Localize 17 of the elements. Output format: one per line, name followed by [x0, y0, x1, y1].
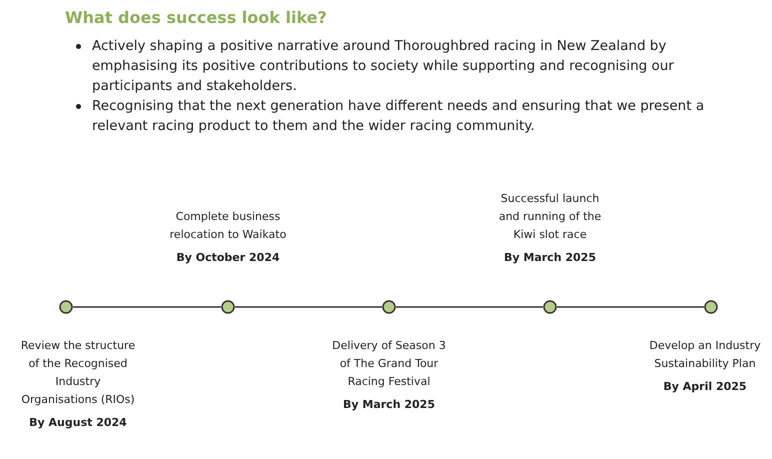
milestone-date: By August 2024 [28, 415, 128, 431]
milestone-date: By March 2025 [503, 250, 597, 266]
milestone-text: Review the structure of the Recognised Industry Organisations (RIOs) [20, 338, 136, 408]
milestone-text: Develop an Industry Sustainability Plan [648, 338, 762, 372]
bullet-text: Recognising that the next generation have different needs and ensuring that we present a relevant racing product to them and the wider racing community. [92, 96, 742, 136]
timeline-line [235, 306, 382, 308]
timeline-line [73, 306, 221, 308]
milestone-date: By March 2025 [342, 397, 436, 413]
milestone-text: Delivery of Season 3 of The Grand Tour Racing Festival [331, 338, 447, 390]
milestone-date: By April 2025 [662, 379, 748, 395]
bullet-text: Actively shaping a positive narrative around Thoroughbred racing in New Zealand by emphasising its positive contributions to society while supporting and recognising our participants and stakeholders. [92, 36, 742, 96]
timeline-line [557, 306, 704, 308]
heading: What does success look like? [65, 8, 327, 27]
milestone-text: Successful launch and running of the Kiwi slot race [498, 191, 602, 243]
milestone-date: By October 2024 [175, 250, 281, 266]
timeline-line [396, 306, 543, 308]
milestone-text: Complete business relocation to Waikato [168, 209, 288, 243]
